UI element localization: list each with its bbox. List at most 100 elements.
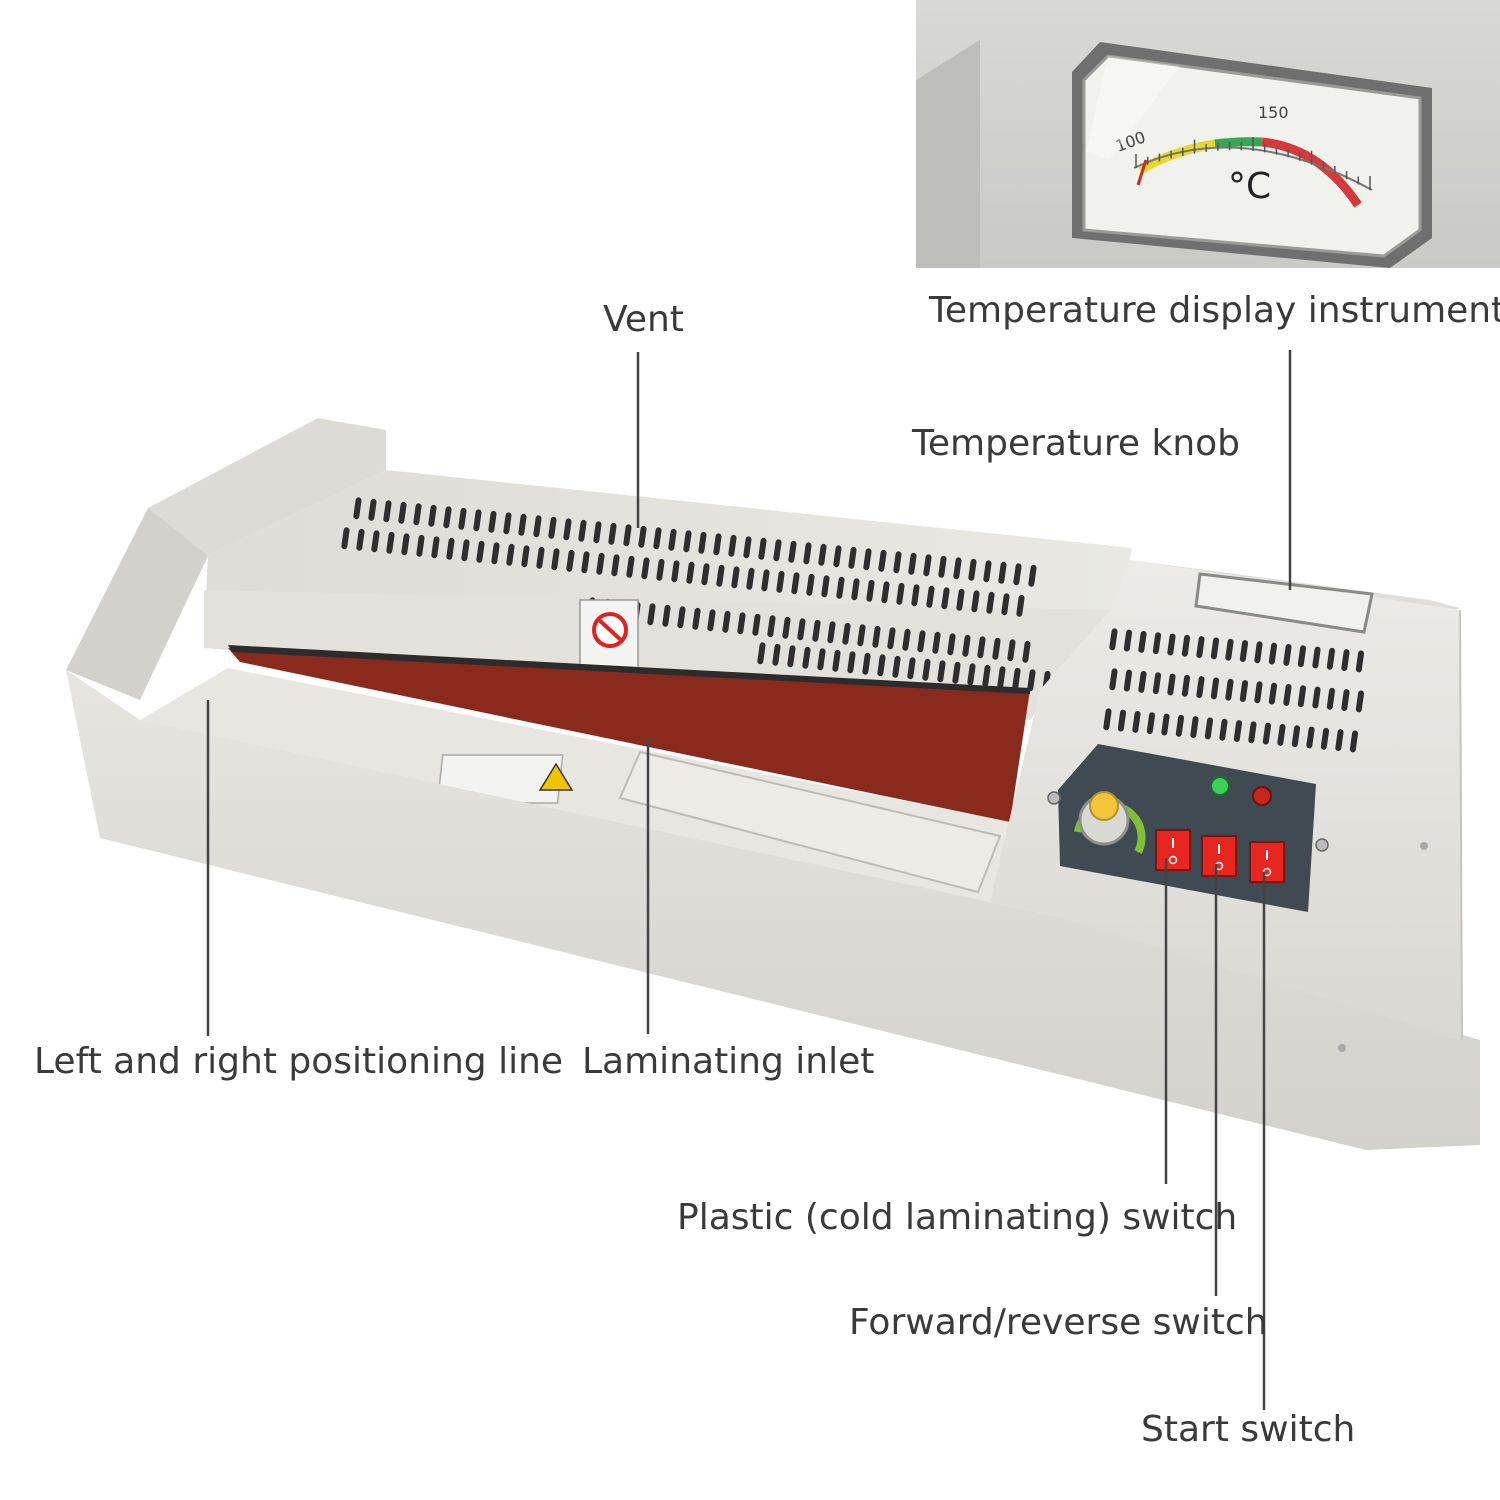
vent-slot — [1181, 634, 1191, 657]
vent-slot — [1233, 720, 1243, 742]
vent-slot — [833, 545, 842, 568]
vent-slot — [797, 618, 806, 641]
vent-slot — [1117, 709, 1127, 732]
vent-slot — [611, 554, 620, 577]
vent-slot — [872, 625, 881, 648]
vent-slot — [827, 621, 836, 644]
vent-slot — [581, 551, 590, 574]
vent-slot — [1013, 563, 1022, 586]
vent-slot — [1167, 673, 1176, 696]
vent-slot — [548, 516, 557, 539]
vent-slot — [368, 498, 377, 521]
vent-slot — [968, 558, 977, 581]
vent-slot — [383, 500, 392, 523]
vent-slot — [458, 507, 467, 530]
vent-slot — [932, 631, 941, 654]
vent-slot — [902, 628, 911, 651]
start-switch-body[interactable] — [1249, 841, 1285, 883]
vent-slot — [491, 542, 500, 565]
vent-slot — [926, 585, 935, 608]
label-plastic-switch: Plastic (cold laminating) switch — [677, 1197, 1238, 1238]
vent-slot — [1254, 641, 1263, 664]
caution-icon — [538, 762, 574, 791]
feed-tray-guide — [618, 750, 1002, 894]
vent-slot — [1210, 677, 1220, 700]
vent-slot — [1268, 682, 1278, 705]
vent-slot — [982, 664, 991, 687]
vent-slot — [551, 548, 560, 571]
vent-slot — [788, 540, 797, 563]
vent-slot — [1312, 686, 1321, 709]
label-vent: Vent — [603, 299, 684, 340]
vent-slot — [488, 510, 497, 533]
vent-slot — [802, 646, 811, 669]
vent-slot — [1123, 669, 1133, 692]
vent-slot — [887, 627, 896, 650]
vent-slot — [757, 642, 766, 665]
vent-slot — [761, 569, 770, 592]
vent-slot — [877, 654, 886, 677]
vent-slot — [922, 658, 931, 681]
vent-slot — [772, 643, 781, 666]
vent-slot — [1326, 687, 1336, 710]
vent-slot — [1152, 632, 1162, 655]
vent-slot — [713, 533, 722, 556]
side-screw-bottom — [1338, 1044, 1346, 1052]
vent-slot — [1022, 640, 1031, 663]
vent-slot — [832, 649, 841, 672]
vent-slot — [1306, 726, 1315, 749]
vent-slot — [956, 588, 965, 611]
vent-slot — [1016, 594, 1025, 617]
laminator-body — [66, 418, 1480, 1150]
label-temp-display: Temperature display instrument — [929, 290, 1500, 331]
vent-slot — [1341, 649, 1350, 672]
vent-slot — [1277, 723, 1286, 746]
vent-slot — [857, 624, 866, 647]
vent-slot — [1297, 685, 1307, 708]
vent-slot — [986, 591, 995, 614]
vent-slot — [1268, 642, 1278, 665]
vent-slot — [737, 612, 746, 635]
vent-slot — [566, 549, 575, 572]
vent-slot — [1103, 708, 1112, 731]
vent-slot — [1312, 646, 1321, 669]
vent-slot — [1109, 668, 1118, 691]
vent-slot — [371, 530, 380, 553]
vent-slot — [997, 666, 1006, 689]
vent-slot — [1027, 669, 1036, 692]
inlet-slot — [228, 645, 1030, 694]
panel-screw-right — [1315, 838, 1329, 852]
vent-slot — [623, 524, 632, 547]
vent-slot — [668, 528, 677, 551]
vent-slot — [503, 512, 512, 535]
vent-slot — [1123, 629, 1133, 652]
vent-slot — [428, 504, 437, 527]
vent-slot — [1254, 681, 1263, 704]
vent-slot — [908, 552, 917, 575]
vent-slot — [662, 604, 671, 627]
vent-slot — [563, 518, 572, 541]
body-front — [66, 670, 1480, 1150]
vent-slot — [1239, 640, 1249, 662]
vent-slot — [1012, 667, 1021, 690]
vent-slot — [937, 660, 946, 683]
vent-slot — [1248, 721, 1257, 744]
vent-slot — [1190, 716, 1199, 739]
vent-slot — [917, 630, 926, 653]
vent-slot — [1109, 628, 1118, 651]
vent-slot — [443, 506, 452, 529]
vent-slot — [758, 537, 767, 560]
vent-slot — [953, 557, 962, 580]
vent-slot — [743, 536, 752, 559]
vent-slot — [971, 590, 980, 613]
inset-shadow-side — [916, 40, 980, 268]
vent-slot — [476, 540, 485, 563]
vent-slot — [893, 551, 902, 574]
vent-slot — [446, 537, 455, 560]
gauge-face — [1082, 54, 1422, 258]
leader-lines — [206, 350, 1292, 1410]
vent-slot — [1181, 674, 1191, 697]
vent-slot — [521, 545, 530, 568]
